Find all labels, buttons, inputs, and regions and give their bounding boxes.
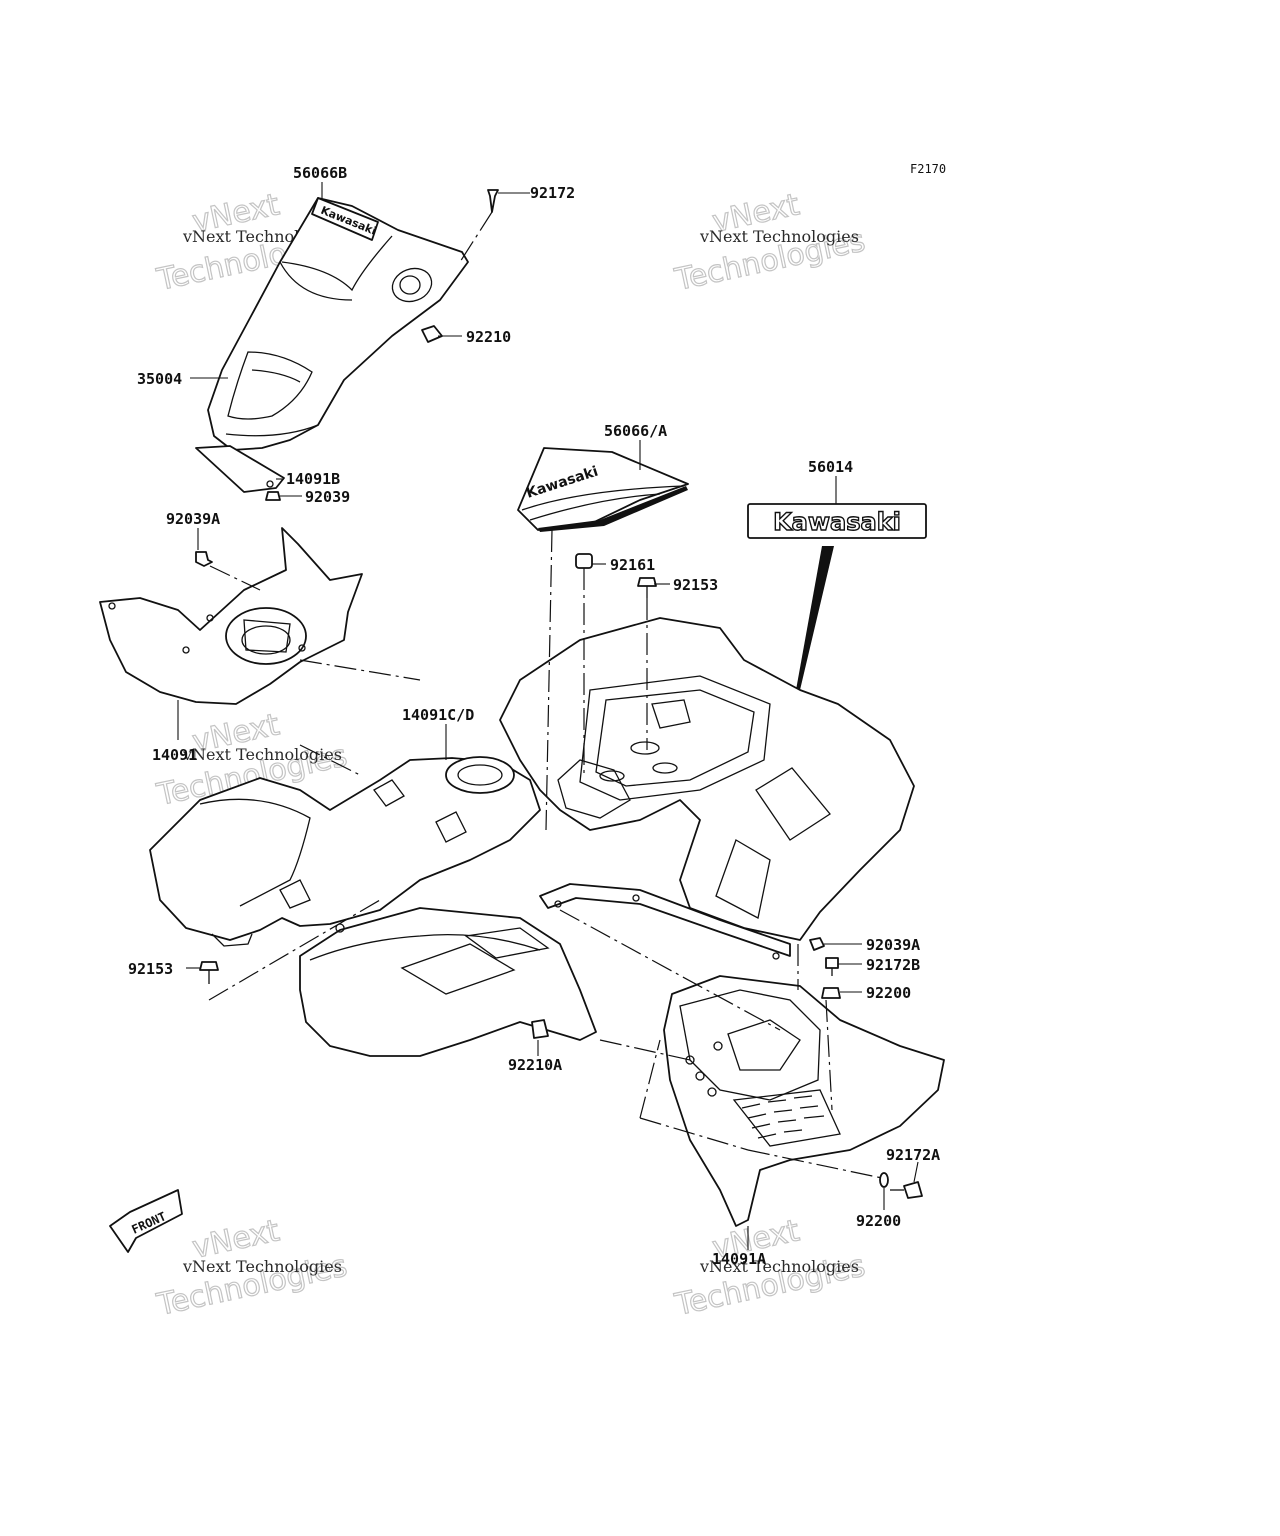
label-92153-left[interactable]: 92153: [128, 960, 173, 978]
watermark-text: vNext Technologies: [182, 745, 342, 764]
part-labels: 56066B 92172 92210 35004 14091B 92039 92…: [128, 164, 940, 1268]
part-92161-grommet[interactable]: [575, 553, 593, 569]
watermark-text: vNext Technologies: [699, 227, 859, 246]
watermark-text: vNext Technologies: [699, 1257, 859, 1276]
part-92200-washer-bottom[interactable]: [879, 1172, 889, 1188]
part-92200-washer-top[interactable]: [821, 987, 841, 999]
label-92039A-top[interactable]: 92039A: [166, 510, 220, 528]
part-92039-clip[interactable]: [265, 491, 281, 501]
label-92172B[interactable]: 92172B: [866, 956, 920, 974]
part-92172-screw[interactable]: [487, 189, 499, 213]
part-14091A-footrest[interactable]: [663, 975, 945, 1227]
label-92172[interactable]: 92172: [530, 184, 575, 202]
watermark-bottom-right: vNext Technologies vNext Technologies: [671, 1213, 869, 1324]
label-56066A[interactable]: 56066/A: [604, 422, 667, 440]
part-56066A-decal[interactable]: Kawasaki: [517, 447, 689, 532]
label-56066B[interactable]: 56066B: [293, 164, 347, 182]
part-92210A-nut[interactable]: [531, 1019, 549, 1039]
part-14091-side-cover[interactable]: [99, 527, 363, 705]
footrest-grip-pattern: [741, 1095, 825, 1139]
watermark-bottom-left: vNext Technologies vNext Technologies: [153, 1213, 351, 1324]
part-92039A-clip[interactable]: [195, 551, 213, 567]
kawasaki-emblem-text: Kawasaki: [773, 508, 901, 536]
part-92153-bolt-left[interactable]: [199, 961, 219, 984]
part-92153-bolt-top[interactable]: [637, 577, 657, 598]
label-92161[interactable]: 92161: [610, 556, 655, 574]
label-14091A[interactable]: 14091A: [712, 1250, 766, 1268]
front-direction-arrow: FRONT: [109, 1189, 183, 1253]
label-56014[interactable]: 56014: [808, 458, 853, 476]
part-92172A-screw[interactable]: [890, 1181, 923, 1199]
assembly-lines: [208, 529, 883, 1179]
part-92039A-clip-right[interactable]: [809, 937, 825, 951]
part-front-fender-lower[interactable]: [299, 907, 597, 1057]
watermark-top-right: vNext Technologies vNext Technologies: [671, 187, 869, 299]
label-92210[interactable]: 92210: [466, 328, 511, 346]
figure-code: F2170: [910, 162, 946, 176]
part-rear-fender[interactable]: [499, 617, 915, 941]
label-92200-top[interactable]: 92200: [866, 984, 911, 1002]
part-14091CD-front-fender[interactable]: [149, 756, 541, 947]
part-92210-nut[interactable]: [421, 325, 443, 343]
label-14091B[interactable]: 14091B: [286, 470, 340, 488]
watermark-text: vNext Technologies: [182, 1257, 342, 1276]
label-92153-top[interactable]: 92153: [673, 576, 718, 594]
part-56014-kawasaki-emblem[interactable]: Kawasaki: [747, 503, 927, 690]
label-92200-bottom[interactable]: 92200: [856, 1212, 901, 1230]
label-92210A[interactable]: 92210A: [508, 1056, 562, 1074]
label-92172A[interactable]: 92172A: [886, 1146, 940, 1164]
label-14091[interactable]: 14091: [152, 746, 197, 764]
leader-lines: [177, 182, 919, 1250]
part-92172B-screw[interactable]: [825, 957, 839, 976]
part-14091B-bracket[interactable]: [195, 445, 285, 493]
part-frame-bracket[interactable]: [539, 883, 791, 960]
label-92039[interactable]: 92039: [305, 488, 350, 506]
label-92039A-right[interactable]: 92039A: [866, 936, 920, 954]
label-14091CD[interactable]: 14091C/D: [402, 706, 474, 724]
label-35004[interactable]: 35004: [137, 370, 182, 388]
